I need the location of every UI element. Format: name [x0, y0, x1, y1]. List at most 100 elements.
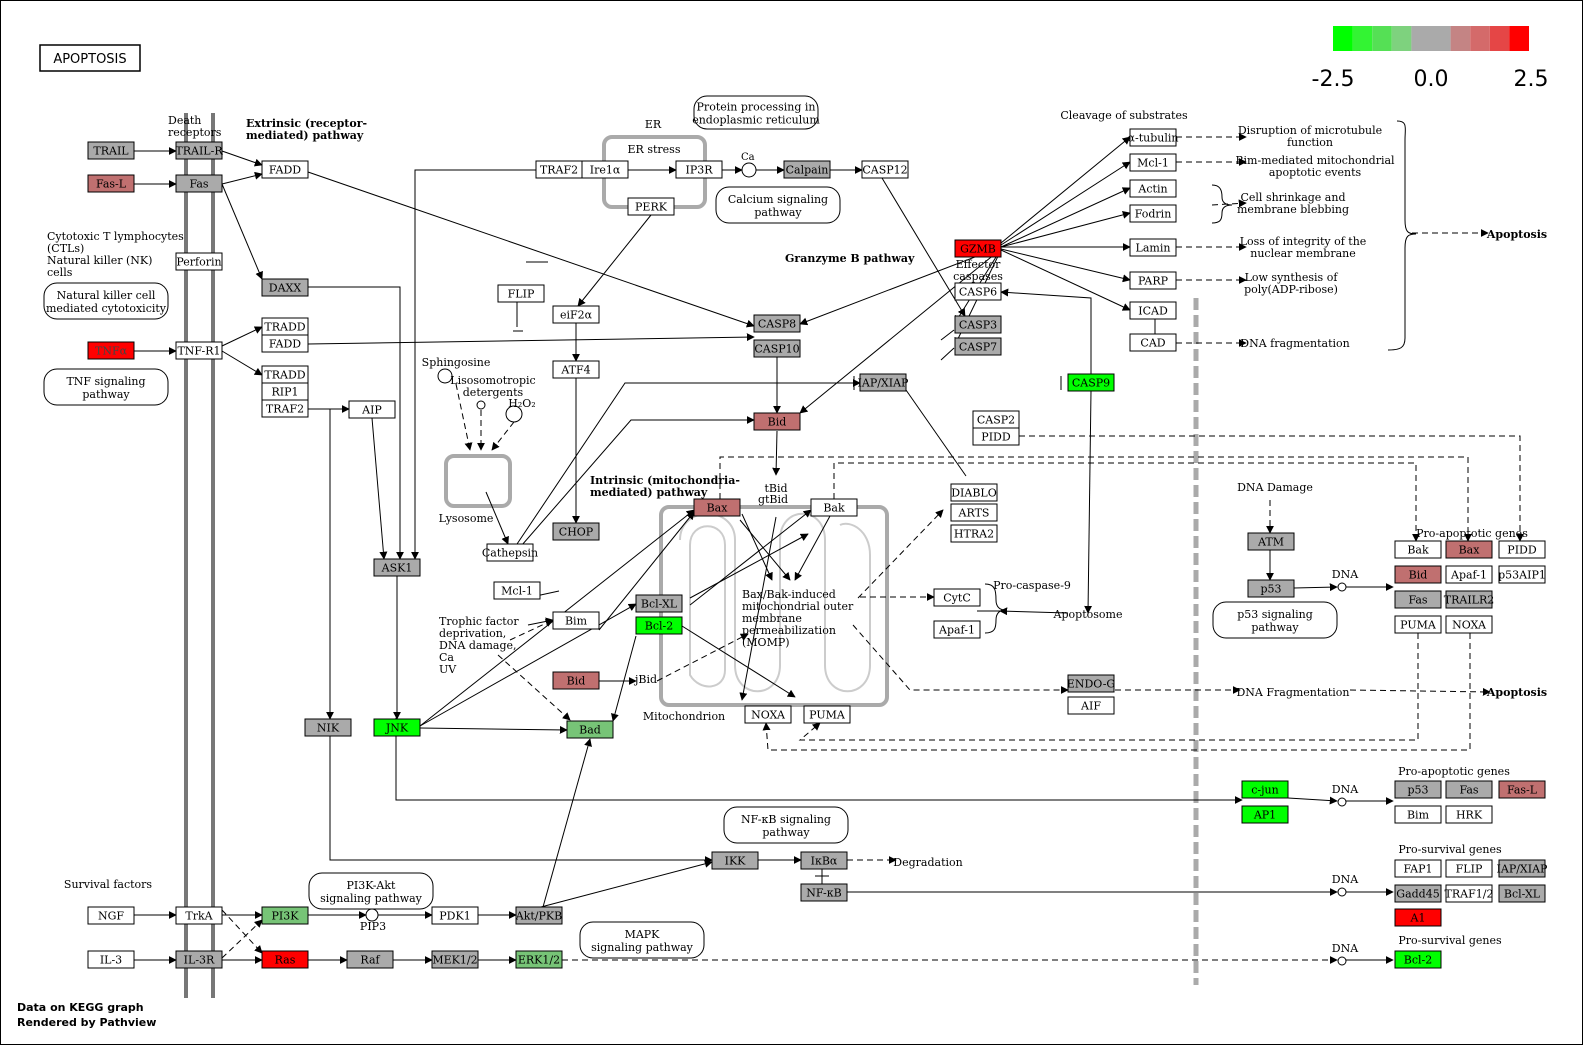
gene-node-pidd2[interactable]: PIDD — [1498, 540, 1546, 559]
gene-node-box[interactable] — [261, 334, 309, 353]
gene-node-casp7[interactable]: CASP7 — [954, 337, 1002, 356]
gene-node-box[interactable] — [431, 950, 479, 969]
gene-node-tnfa[interactable]: TNFα — [87, 341, 135, 360]
gene-node-box[interactable] — [1445, 615, 1493, 634]
gene-node-puma1[interactable]: PUMA — [803, 705, 851, 724]
gene-node-apaf1b[interactable]: Apaf-1 — [1445, 565, 1493, 584]
gene-node-bim[interactable]: Bim — [552, 611, 600, 630]
gene-node-box[interactable] — [1498, 540, 1546, 559]
gene-node-gadd45[interactable]: Gadd45 — [1394, 884, 1442, 903]
gene-node-mcl-1b[interactable]: Mcl-1 — [1129, 153, 1177, 172]
gene-node-box[interactable] — [1445, 590, 1493, 609]
gene-node-puma2[interactable]: PUMA — [1394, 615, 1442, 634]
gene-node-box[interactable] — [1498, 884, 1546, 903]
gene-node-box[interactable] — [1394, 805, 1442, 824]
pathway-link-nfkb[interactable] — [723, 806, 849, 844]
gene-node-rip1[interactable]: RIP1 — [261, 382, 309, 401]
gene-node-box[interactable] — [552, 671, 600, 690]
gene-node-box[interactable] — [810, 498, 858, 517]
gene-node-box[interactable] — [933, 620, 981, 639]
gene-node-casp12[interactable]: CASP12 — [861, 160, 909, 179]
gene-node-casp10[interactable]: CASP10 — [753, 339, 801, 358]
gene-node-cjun[interactable]: c-jun — [1241, 780, 1289, 799]
gene-node-gzmb[interactable]: GZMB — [954, 239, 1002, 258]
gene-node-trka[interactable]: TrkA — [175, 906, 223, 925]
gene-node-box[interactable] — [1241, 805, 1289, 824]
gene-node-box[interactable] — [552, 611, 600, 630]
pathway-link-nk[interactable] — [43, 282, 169, 320]
gene-node-box[interactable] — [87, 174, 135, 193]
gene-node-box[interactable] — [1445, 884, 1493, 903]
gene-node-box[interactable] — [515, 906, 563, 925]
gene-node-box[interactable] — [175, 141, 223, 160]
gene-node-box[interactable] — [1394, 780, 1442, 799]
gene-node-ras[interactable]: Ras — [261, 950, 309, 969]
gene-node-box[interactable] — [497, 284, 545, 303]
gene-node-box[interactable] — [1394, 859, 1442, 878]
gene-node-bak2[interactable]: Bak — [1394, 540, 1442, 559]
gene-node-casp2[interactable]: CASP2 — [972, 410, 1020, 429]
gene-node-box[interactable] — [493, 581, 541, 600]
gene-node-box[interactable] — [175, 341, 223, 360]
gene-node-iap2[interactable]: IAP/XIAP — [1497, 859, 1549, 878]
gene-node-box[interactable] — [373, 558, 421, 577]
gene-node-traf2b[interactable]: TRAF2 — [535, 160, 583, 179]
gene-node-apaf1a[interactable]: Apaf-1 — [933, 620, 981, 639]
gene-node-bcl2a[interactable]: Bcl-2 — [635, 616, 683, 635]
gene-node-box[interactable] — [954, 282, 1002, 301]
gene-node-box[interactable] — [87, 141, 135, 160]
gene-node-fas2[interactable]: Fas — [1394, 590, 1442, 609]
gene-node-box[interactable] — [1394, 590, 1442, 609]
gene-node-box[interactable] — [566, 720, 614, 739]
gene-node-box[interactable] — [1067, 696, 1115, 715]
gene-node-tradd2[interactable]: TRADD — [261, 365, 309, 384]
gene-node-box[interactable] — [950, 483, 998, 502]
gene-node-box[interactable] — [711, 851, 759, 870]
gene-node-arts[interactable]: ARTS — [950, 503, 998, 522]
gene-node-ask1[interactable]: ASK1 — [373, 558, 421, 577]
gene-node-pidd1[interactable]: PIDD — [972, 427, 1020, 446]
gene-node-box[interactable] — [933, 588, 981, 607]
gene-node-box[interactable] — [1445, 540, 1493, 559]
gene-node-box[interactable] — [261, 950, 309, 969]
gene-node-fasl2[interactable]: Fas-L — [1498, 780, 1546, 799]
gene-node-box[interactable] — [1129, 179, 1177, 198]
gene-node-htra2[interactable]: HTRA2 — [950, 524, 998, 543]
gene-node-box[interactable] — [1498, 565, 1546, 584]
gene-node-endog[interactable]: ENDO-G — [1067, 674, 1115, 693]
gene-node-box[interactable] — [1129, 238, 1177, 257]
gene-node-lamin[interactable]: Lamin — [1129, 238, 1177, 257]
gene-node-box[interactable] — [1498, 859, 1546, 878]
gene-node-ip3r[interactable]: IP3R — [675, 160, 723, 179]
gene-node-box[interactable] — [635, 594, 683, 613]
gene-node-casp3[interactable]: CASP3 — [954, 315, 1002, 334]
gene-node-fap1[interactable]: FAP1 — [1394, 859, 1442, 878]
gene-node-a1[interactable]: A1 — [1394, 908, 1442, 927]
gene-node-actin[interactable]: Actin — [1129, 179, 1177, 198]
gene-node-box[interactable] — [87, 341, 135, 360]
gene-node-box[interactable] — [950, 503, 998, 522]
gene-node-box[interactable] — [348, 400, 396, 419]
gene-node-perk[interactable]: PERK — [627, 197, 675, 216]
gene-node-box[interactable] — [1067, 373, 1115, 392]
gene-node-box[interactable] — [1067, 674, 1115, 693]
gene-node-p53b[interactable]: p53 — [1394, 780, 1442, 799]
gene-node-box[interactable] — [859, 373, 907, 392]
gene-node-perforin[interactable]: Perforin — [175, 252, 223, 271]
gene-node-atf4[interactable]: ATF4 — [552, 360, 600, 379]
gene-node-mcl-1a[interactable]: Mcl-1 — [493, 581, 541, 600]
gene-node-ap1[interactable]: AP1 — [1241, 805, 1289, 824]
gene-node-box[interactable] — [1129, 271, 1177, 290]
gene-node-bim2[interactable]: Bim — [1394, 805, 1442, 824]
gene-node-box[interactable] — [800, 851, 848, 870]
gene-node-bclxl1[interactable]: Bcl-XL — [635, 594, 683, 613]
gene-node-fadd1[interactable]: FADD — [261, 160, 309, 179]
gene-node-fas-l[interactable]: Fas-L — [87, 174, 135, 193]
gene-node-fodrin[interactable]: Fodrin — [1129, 204, 1177, 223]
gene-node-box[interactable] — [373, 718, 421, 737]
gene-node-box[interactable] — [1241, 780, 1289, 799]
gene-node-tradd1[interactable]: TRADD — [261, 317, 309, 336]
gene-node-box[interactable] — [552, 305, 600, 324]
gene-node-box[interactable] — [1247, 579, 1295, 598]
gene-node-box[interactable] — [261, 160, 309, 179]
